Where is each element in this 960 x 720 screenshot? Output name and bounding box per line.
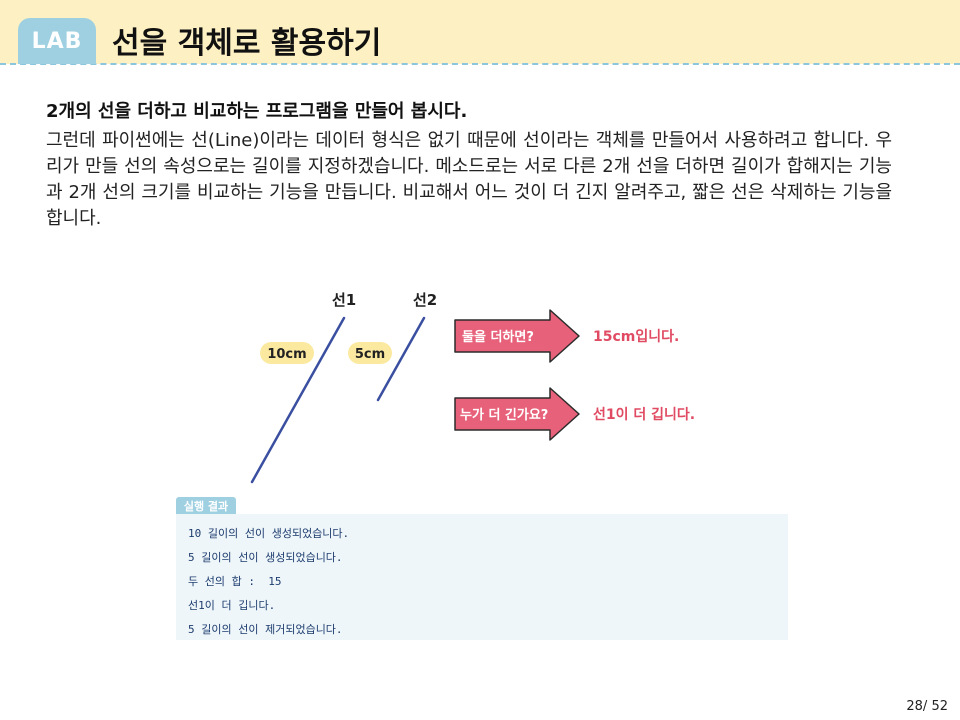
result-tab: 실행 결과 [176,497,236,514]
sum-arrow-label: 둘을 더하면? [462,329,534,345]
compare-arrow-label: 누가 더 긴가요? [460,407,548,423]
compare-result: 선1이 더 깁니다. [593,406,695,423]
sum-arrow [454,309,580,363]
sum-result: 15cm입니다. [593,329,679,345]
page-number: 28/ 52 [906,699,948,714]
compare-arrow [454,387,580,441]
line2-label: 선2 [413,291,437,309]
intro-heading: 2개의 선을 더하고 비교하는 프로그램을 만들어 봅시다. [46,101,468,122]
output-line: 두 선의 합 : 15 [188,575,282,588]
output-line: 선1이 더 깁니다. [188,599,276,612]
line1-length-text: 10cm [267,347,306,362]
line2-length-pill [348,342,392,364]
line1-stroke [250,316,346,484]
line1-length-pill [260,342,314,364]
line1-label: 선1 [332,291,356,309]
header-bar [0,0,960,64]
line-diagram: 선1 선2 10cm 5cm 둘을 더하면? 15cm입니다. 누가 더 긴가요… [250,291,695,484]
line2-length-text: 5cm [355,347,385,362]
intro-body: 그런데 파이썬에는 선(Line)이라는 데이터 형식은 없기 때문에 선이라는… [46,130,892,229]
result-panel: 10 길이의 선이 생성되었습니다. 5 길이의 선이 생성되었습니다. 두 선… [176,514,788,640]
line2-stroke [376,316,426,402]
page-title: 선을 객체로 활용하기 [112,26,382,61]
output-line: 5 길이의 선이 생성되었습니다. [188,551,343,564]
lab-badge: LAB [18,18,96,64]
header-divider [0,63,960,65]
output-line: 10 길이의 선이 생성되었습니다. [188,527,350,540]
output-line: 5 길이의 선이 제거되었습니다. [188,623,343,636]
